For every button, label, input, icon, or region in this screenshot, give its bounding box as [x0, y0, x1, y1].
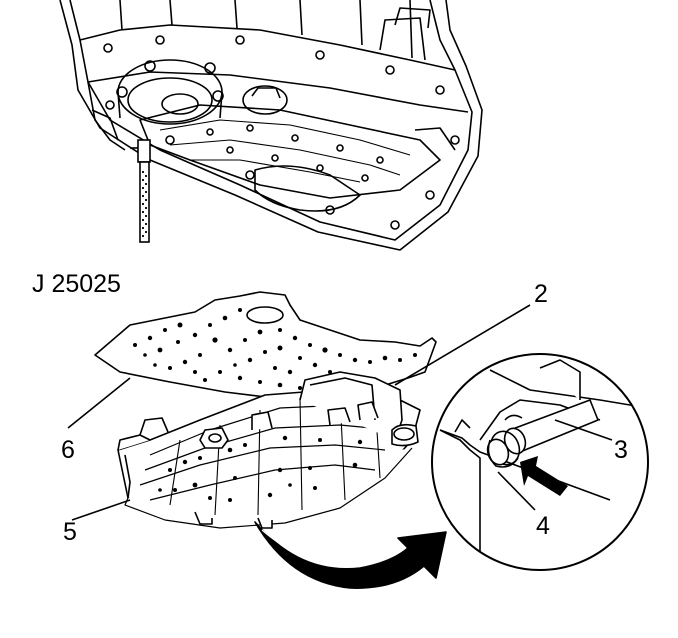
- spacer-plate-holes: [133, 308, 417, 391]
- valve-body-holes: [158, 435, 363, 502]
- callout-3: 3: [614, 436, 628, 464]
- transmission-case: [59, 0, 483, 251]
- callout-5: 5: [63, 518, 77, 546]
- valve-body: [117, 371, 421, 529]
- callout-2: 2: [534, 280, 548, 308]
- tool-j25025: [130, 139, 151, 243]
- callouts: J 25025 2 3 4 5 6: [32, 270, 628, 546]
- detail-inset: [431, 353, 649, 571]
- leader-lines: [67, 304, 613, 521]
- flip-arrow: [254, 521, 447, 589]
- pointer-arrow-icon: [520, 456, 568, 496]
- tool-knurl: [141, 170, 148, 238]
- tool-label: J 25025: [32, 270, 121, 298]
- callout-4: 4: [536, 512, 550, 540]
- callout-6: 6: [61, 436, 75, 464]
